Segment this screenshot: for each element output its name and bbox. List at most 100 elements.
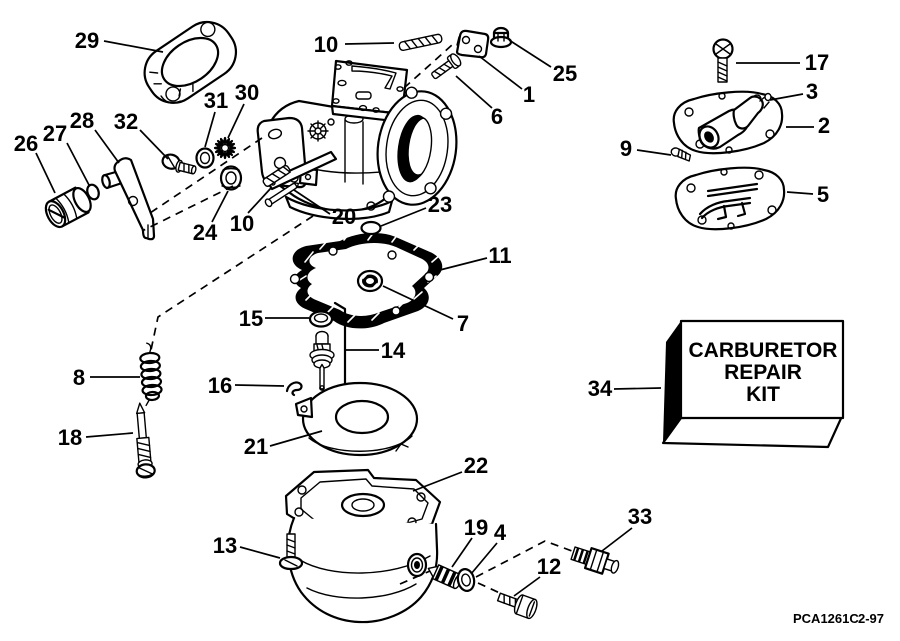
float-bowl-22-shape — [284, 468, 442, 624]
leader-line-part-23 — [380, 207, 427, 227]
part-label-31: 31 — [204, 88, 228, 113]
dashed-line-body-to-bracket — [403, 44, 453, 89]
kit-box-front — [679, 319, 845, 420]
needle-valve-14-shape — [309, 301, 347, 391]
leader-line-part-27 — [66, 142, 90, 186]
kit-box-line3: KIT — [746, 383, 780, 406]
leader-line-part-10 — [344, 42, 395, 45]
float-21-shape — [294, 381, 419, 457]
part-label-32: 32 — [114, 109, 138, 134]
leader-line-part-33 — [601, 527, 633, 552]
leader-lines — [35, 39, 814, 597]
plug-26-shape — [44, 186, 92, 229]
doc-code: PCA1261C — [793, 611, 859, 626]
dashed-line-body-to-arm — [149, 137, 263, 214]
parts-layer — [44, 20, 786, 624]
part-label-12: 12 — [537, 554, 561, 579]
washer-15-shape — [308, 310, 334, 328]
oring-27-shape — [86, 183, 100, 201]
leader-line-part-13 — [239, 546, 281, 559]
leader-line-part-20 — [293, 189, 331, 215]
grommet-4-shape — [456, 568, 476, 592]
screw-12-shape — [496, 592, 538, 620]
grommet-7-shape — [356, 269, 384, 293]
leader-line-part-16 — [234, 384, 285, 387]
part-label-30: 30 — [235, 80, 259, 105]
leader-line-part-7 — [382, 285, 454, 320]
gasket-29-shape — [143, 20, 238, 104]
arm-28-shape — [101, 157, 156, 241]
part-label-9: 9 — [620, 136, 632, 161]
leader-line-part-6 — [455, 75, 493, 109]
kit-box-line2: REPAIR — [724, 361, 802, 384]
dashed-line-body-to-spring — [150, 215, 314, 351]
dashed-line-bowl-to-nipple — [399, 570, 431, 585]
screw-9-shape — [670, 147, 692, 162]
part-label-4: 4 — [494, 520, 507, 545]
leader-line-part-10 — [247, 187, 272, 214]
part-label-21: 21 — [244, 434, 268, 459]
spring-8-shape — [139, 342, 163, 407]
leader-line-part-19 — [451, 537, 473, 568]
part-label-10: 10 — [314, 32, 338, 57]
leader-line-part-21 — [269, 430, 323, 447]
pin-20-shape — [264, 182, 300, 208]
part-label-6: 6 — [491, 104, 503, 129]
part-label-15: 15 — [239, 306, 263, 331]
leader-line-part-31 — [204, 111, 216, 148]
part-label-26: 26 — [14, 131, 38, 156]
leader-line-part-12 — [513, 576, 541, 597]
part-label-7: 7 — [457, 311, 469, 336]
part-label-1: 1 — [523, 82, 535, 107]
leader-line-part-22 — [412, 471, 463, 492]
pump-gasket-11-shape — [289, 231, 443, 329]
nipple-3-shape — [732, 92, 772, 130]
part-label-22: 22 — [464, 453, 488, 478]
part-label-20: 20 — [332, 204, 356, 229]
leader-line-part-32 — [139, 129, 169, 160]
part-label-5: 5 — [817, 182, 829, 207]
leader-line-part-4 — [470, 542, 498, 575]
part-label-17: 17 — [805, 50, 829, 75]
screw-6-shape — [431, 53, 462, 80]
leader-line-part-34 — [613, 387, 662, 390]
part-label-2: 2 — [818, 113, 830, 138]
dashed-line-grommet-to-screw — [477, 582, 503, 595]
part-label-8: 8 — [73, 365, 85, 390]
leader-line-part-28 — [94, 129, 120, 164]
part-label-11: 11 — [488, 243, 511, 268]
leader-line-part-1 — [478, 55, 523, 90]
dashed-line-washer-to-arm — [141, 185, 234, 232]
part-label-14: 14 — [381, 338, 406, 363]
leader-line-part-25 — [508, 39, 552, 68]
diaphragm-5-shape — [674, 166, 786, 231]
part-label-23: 23 — [428, 192, 452, 217]
nut-25-shape — [489, 26, 513, 49]
part-label-18: 18 — [58, 425, 82, 450]
pin-10-left-shape — [262, 164, 291, 187]
part-label-25: 25 — [553, 61, 577, 86]
star-washer-30-shape — [213, 136, 237, 160]
repair-kit-box: CARBURETOR REPAIR KIT — [661, 319, 845, 449]
leader-line-part-26 — [35, 152, 56, 194]
clip-16-shape — [285, 381, 303, 397]
screw-17-shape — [712, 38, 734, 83]
pin-10-top-shape — [398, 33, 443, 52]
part-label-24: 24 — [193, 220, 218, 245]
part-label-19: 19 — [464, 515, 488, 540]
assembly-dashed-lines — [141, 44, 573, 595]
leader-line-part-5 — [786, 191, 814, 195]
leader-line-part-30 — [227, 103, 245, 139]
kit-box-side — [663, 321, 681, 442]
part-label-28: 28 — [70, 108, 94, 133]
leader-line-part-11 — [435, 257, 488, 272]
part-label-3: 3 — [806, 79, 818, 104]
leader-line-part-18 — [85, 432, 134, 438]
needle-18-shape — [135, 402, 156, 479]
leader-line-part-29 — [103, 40, 164, 53]
screw-13-shape — [278, 533, 304, 571]
part-label-16: 16 — [208, 373, 232, 398]
oring-23-shape — [360, 220, 382, 236]
